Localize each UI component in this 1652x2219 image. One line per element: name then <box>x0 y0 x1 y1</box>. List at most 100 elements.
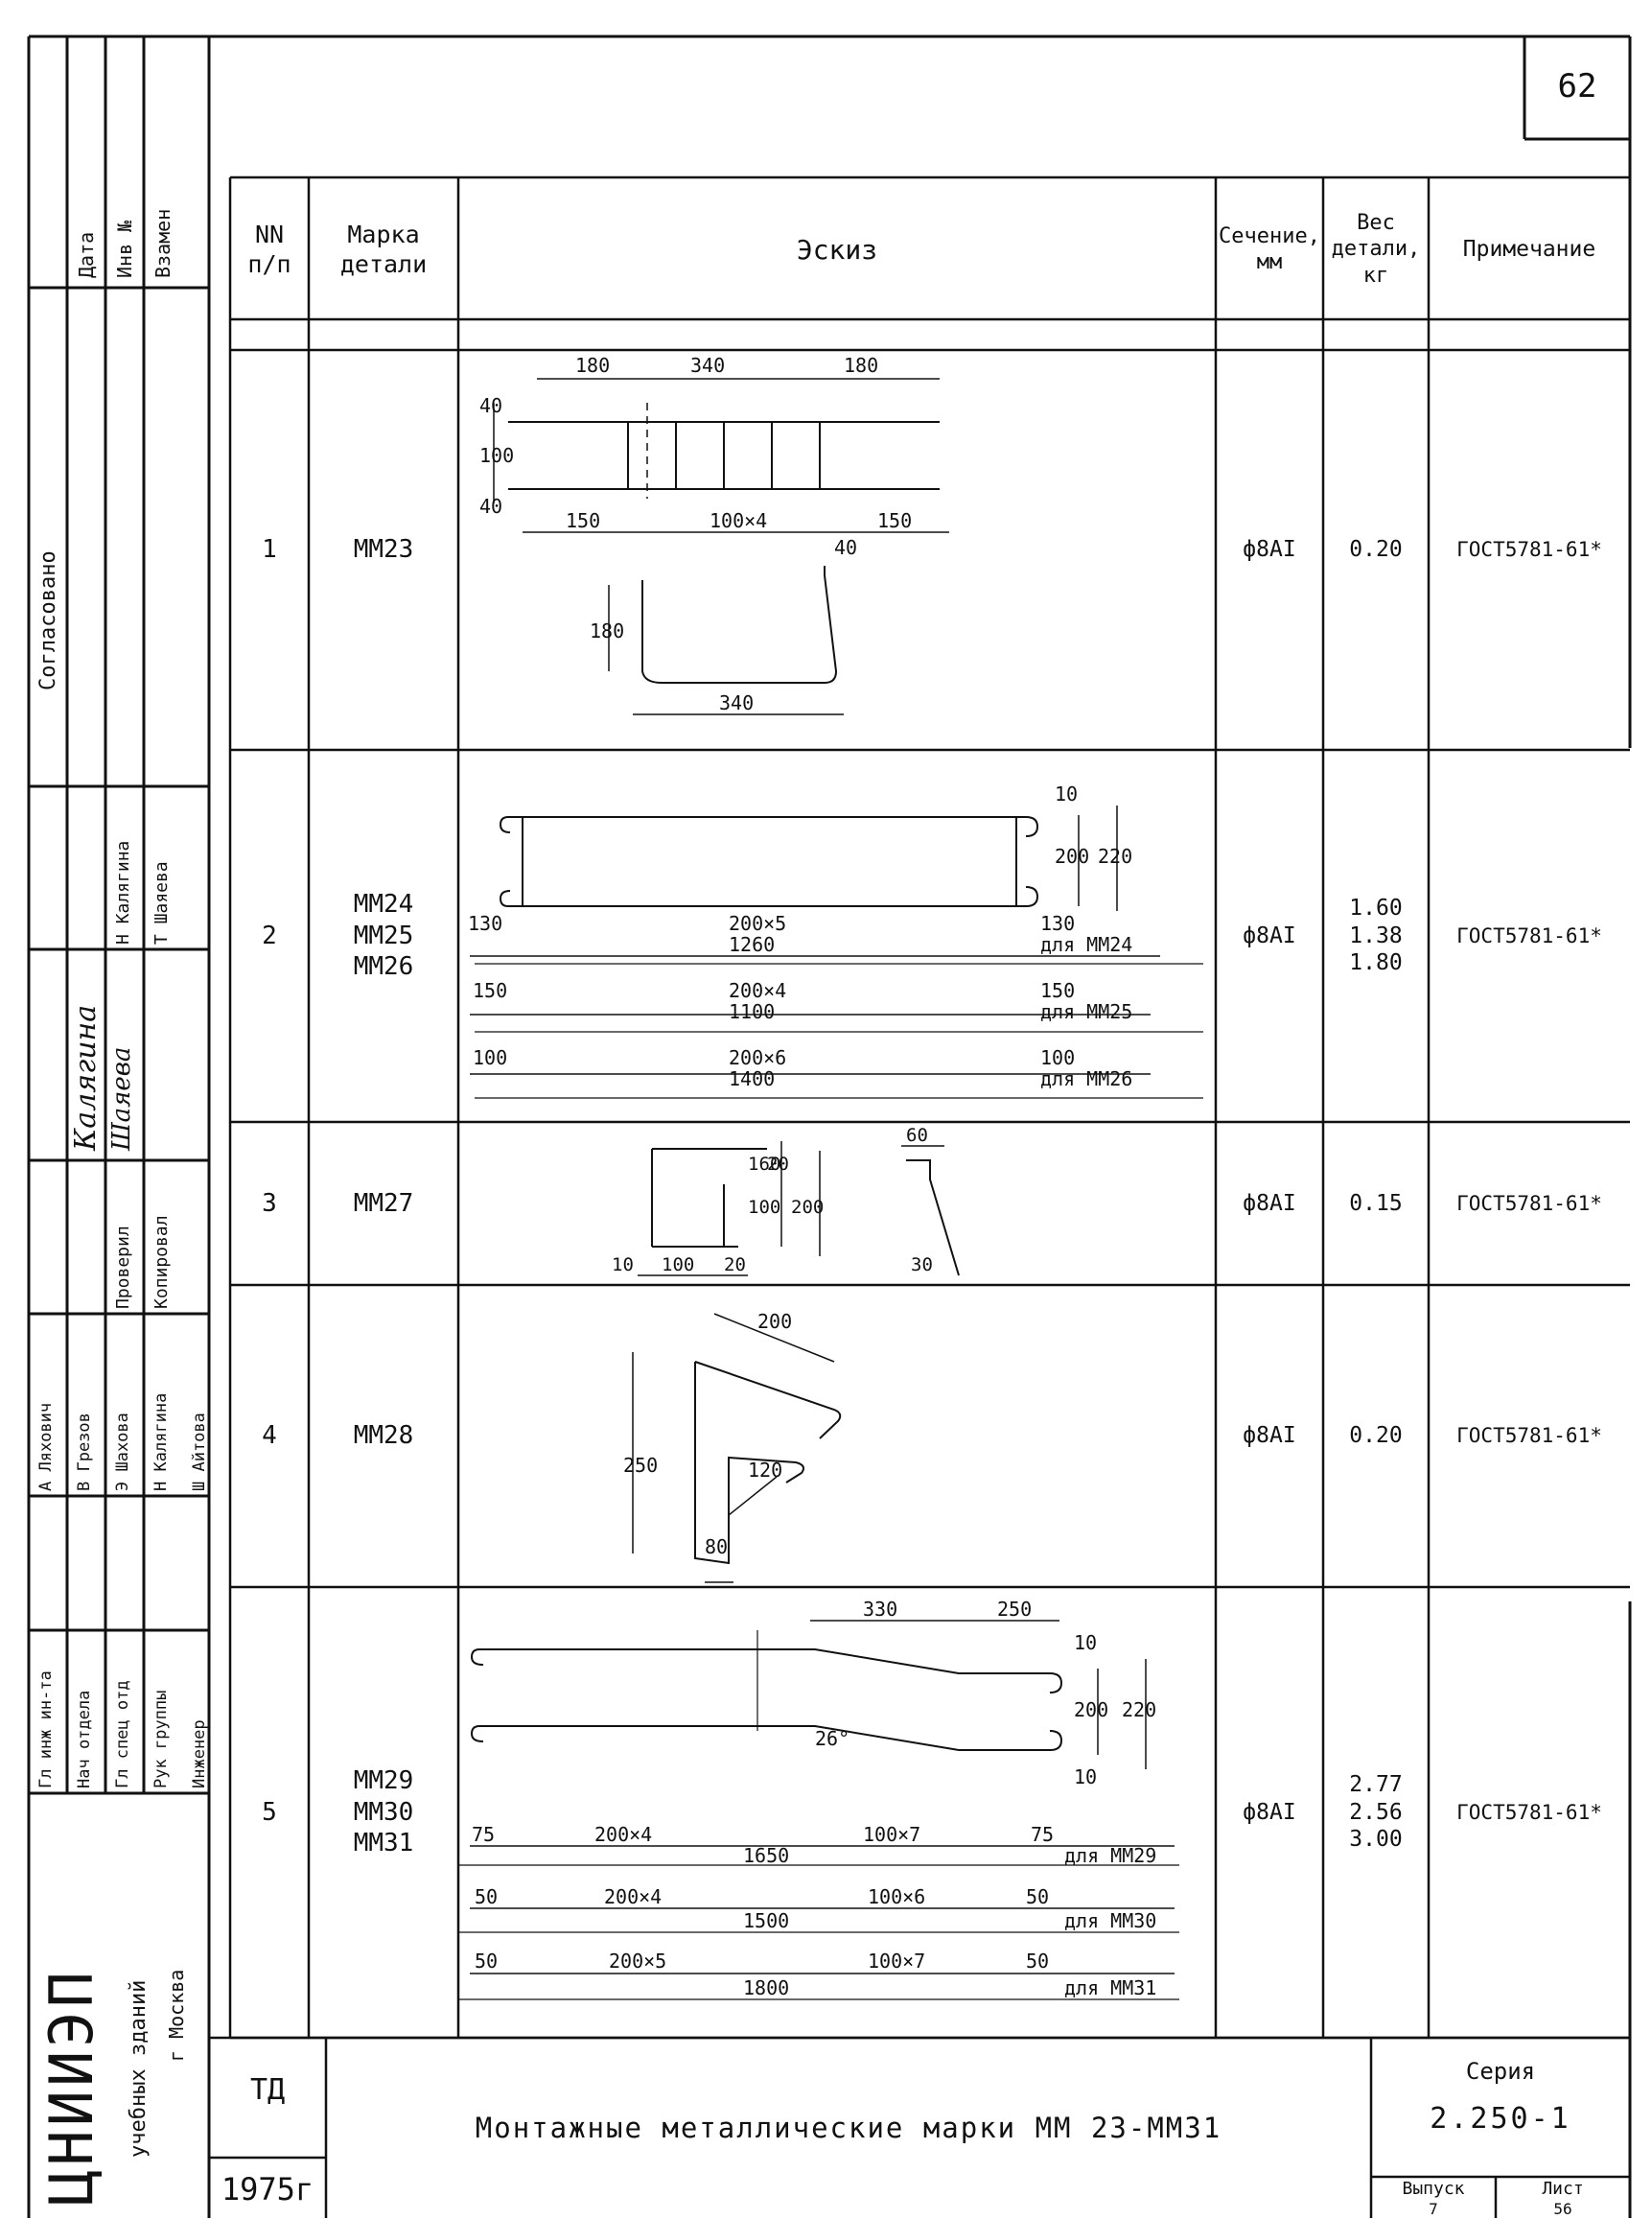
staff-name-1: А Ляхович <box>36 1402 56 1491</box>
row-5-section: ф8АI <box>1243 1799 1296 1825</box>
drawing-title: Монтажные металлические марки ММ 23-ММ31 <box>475 2111 1222 2144</box>
dim-label: 100×7 <box>863 1823 920 1846</box>
dim-label: 120 <box>748 1459 782 1482</box>
dim-label: 1500 <box>743 1909 789 1932</box>
dim-label: 200×5 <box>609 1950 666 1973</box>
dim-label: 20 <box>767 1154 789 1175</box>
dim-label: 50 <box>1026 1885 1049 1908</box>
row-1-number: 1 <box>262 535 277 565</box>
dim-label: 100×6 <box>868 1885 925 1908</box>
dim-label: 180 <box>590 619 624 642</box>
dim-label: 200×4 <box>594 1823 652 1846</box>
dim-label: 50 <box>475 1885 498 1908</box>
staff-name-4: Н Калягина <box>151 1392 171 1491</box>
dim-label: для ММ24 <box>1040 933 1132 956</box>
dim-label: для ММ31 <box>1064 1976 1156 1999</box>
dim-label: 100 <box>1040 1046 1075 1069</box>
dim-label: 10 <box>1074 1765 1097 1788</box>
dim-label: 200 <box>791 1197 824 1218</box>
title-code: ТД <box>249 2073 286 2108</box>
org-logo: ЦНИИЭП <box>36 1968 106 2206</box>
staff-role-1: Гл инж ин-та <box>36 1670 56 1788</box>
row-1-note: ГОСТ5781-61* <box>1456 538 1602 562</box>
staff-role-2: Нач отдела <box>75 1690 94 1788</box>
dim-label: 200 <box>757 1310 792 1333</box>
stamp-role-1: Проверил <box>113 1226 133 1309</box>
stamp-soglasovano: Согласовано <box>36 550 60 690</box>
dim-label: 150 <box>877 509 912 532</box>
dim-label: для ММ29 <box>1064 1844 1156 1867</box>
header-mark: Марка детали <box>339 220 428 278</box>
dim-label: 220 <box>1122 1698 1156 1721</box>
dim-label: 150 <box>473 979 507 1002</box>
row-3-mark: ММ27 <box>353 1188 414 1218</box>
dim-label: 330 <box>863 1598 897 1621</box>
row-3-weight: 0.15 <box>1349 1190 1403 1216</box>
dim-label: 200 <box>1055 845 1089 868</box>
row-3-section: ф8АI <box>1243 1190 1296 1216</box>
dim-label: 200×5 <box>729 912 786 935</box>
header-note: Примечание <box>1462 236 1596 262</box>
series-number: 2.250-1 <box>1430 2102 1571 2137</box>
dim-label: 60 <box>906 1125 928 1146</box>
row-4-section: ф8АI <box>1243 1423 1296 1449</box>
page-number: 62 <box>1557 66 1597 105</box>
row-5-mark: ММ29 ММ30 ММ31 <box>353 1766 414 1858</box>
sketch-mm27 <box>638 1141 960 1276</box>
header-sketch: Эскиз <box>796 233 878 266</box>
row-4-number: 4 <box>262 1421 277 1451</box>
dim-label: 40 <box>479 495 502 518</box>
row-2-mark: ММ24 ММ25 ММ26 <box>353 890 414 982</box>
staff-role-4: Рук группы <box>151 1690 171 1788</box>
staff-name-3: Э Шахова <box>113 1413 132 1491</box>
dim-label: 100 <box>479 444 514 467</box>
dim-label: 10 <box>612 1254 634 1275</box>
dim-label: 10 <box>1074 1631 1097 1654</box>
row-2-note: ГОСТ5781-61* <box>1456 923 1602 947</box>
dim-label: 100×7 <box>868 1950 925 1973</box>
dim-label: 20 <box>724 1254 746 1275</box>
row-3-note: ГОСТ5781-61* <box>1456 1191 1602 1215</box>
row-5-weight: 2.77 2.56 3.00 <box>1349 1771 1403 1853</box>
sketch-mm24-26 <box>470 806 1203 1099</box>
dim-label: 340 <box>719 691 754 714</box>
dim-label: 160 <box>748 1154 780 1175</box>
row-2-section: ф8АI <box>1243 923 1296 948</box>
stamp-role-2: Копировал <box>151 1215 172 1309</box>
sketch-mm29-31 <box>458 1620 1179 2000</box>
row-1-section: ф8АI <box>1243 537 1296 563</box>
sketch-mm23 <box>493 378 949 715</box>
dim-label: 200 <box>1074 1698 1108 1721</box>
dim-label: 130 <box>468 912 502 935</box>
row-4-weight: 0.20 <box>1349 1423 1403 1449</box>
dim-label: 30 <box>911 1254 933 1275</box>
signature-2: Шаяева <box>107 1046 136 1151</box>
dim-label: 1650 <box>743 1844 789 1867</box>
stamp-name-2: Т Шаяева <box>151 861 172 945</box>
header-number: NN п/п <box>247 220 291 278</box>
dim-label: 180 <box>844 354 878 377</box>
sheet-label: Лист <box>1542 2178 1584 2199</box>
dim-label: 80 <box>705 1535 728 1558</box>
dim-label: для ММ26 <box>1040 1067 1132 1090</box>
series-label: Серия <box>1465 2058 1536 2085</box>
issue-number: 7 <box>1429 2199 1438 2218</box>
staff-name-5: Ш Айтова <box>190 1413 209 1491</box>
dim-label: 200×4 <box>604 1885 662 1908</box>
dim-label: 100 <box>748 1197 780 1218</box>
issue-label: Выпуск <box>1402 2178 1465 2199</box>
staff-name-2: В Грезов <box>75 1413 94 1491</box>
row-1-weight: 0.20 <box>1349 537 1403 563</box>
title-year: 1975г <box>221 2170 314 2207</box>
dim-label: 50 <box>1026 1950 1049 1973</box>
row-4-note: ГОСТ5781-61* <box>1456 1424 1602 1448</box>
header-weight: Вес детали, кг <box>1331 210 1421 288</box>
dim-label: 75 <box>1031 1823 1054 1846</box>
sheet-number: 56 <box>1553 2199 1572 2218</box>
header-section: Сечение, мм <box>1219 223 1320 275</box>
dim-label: 26° <box>815 1727 849 1750</box>
signature-1: Калягина <box>69 1004 103 1151</box>
dim-label: 220 <box>1098 845 1132 868</box>
